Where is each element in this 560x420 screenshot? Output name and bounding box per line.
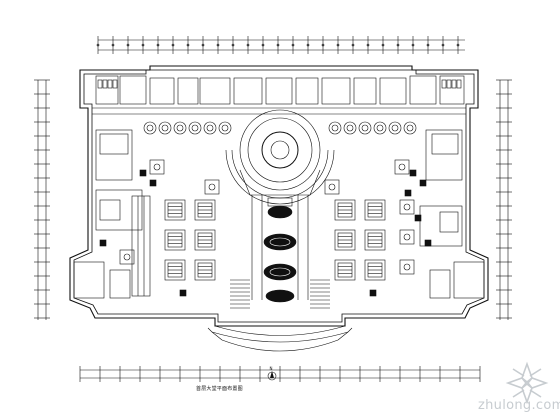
entrance-canopy (207, 325, 353, 352)
bottom-dimension-lines (79, 366, 481, 382)
service-rooms-top (92, 75, 466, 115)
front-stairs (230, 279, 330, 309)
left-wing (73, 129, 151, 299)
round-tables-row (143, 121, 417, 135)
top-dimension-lines (96, 36, 465, 54)
north-arrow: N (267, 366, 277, 381)
watermark: zhulong.com (478, 361, 560, 420)
right-wing (419, 129, 485, 299)
central-axis (251, 195, 309, 303)
furniture-blocks (99, 169, 432, 297)
north-label: N (270, 366, 273, 371)
lounge-seating (119, 159, 415, 281)
drawing-title: 首层大堂平面布置图 (196, 386, 243, 392)
right-dimension-lines (496, 79, 512, 320)
zhulong-logo-icon (505, 361, 549, 405)
watermark-text: zhulong.com (478, 398, 560, 413)
central-rotunda (225, 109, 335, 205)
left-dimension-lines (34, 79, 50, 320)
